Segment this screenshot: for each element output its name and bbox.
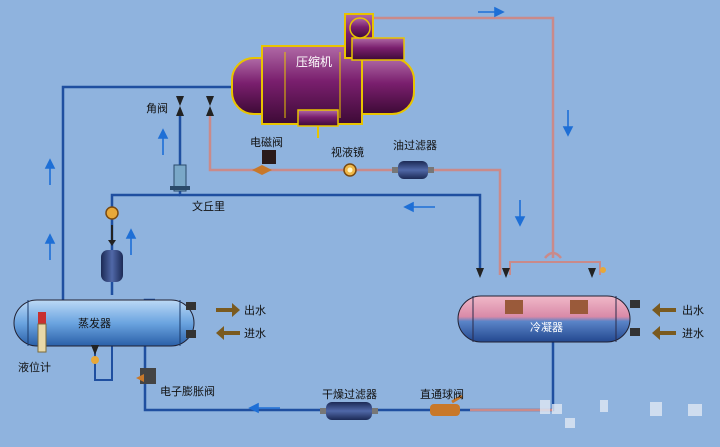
level-gauge-icon: [37, 312, 47, 353]
venturi-label: 文丘里: [192, 199, 225, 213]
watermark: [540, 400, 702, 428]
expansion-valve-label: 电子膨胀阀: [160, 384, 215, 398]
dryer-filter-icon: [320, 402, 378, 420]
cond-water-in-label: 进水: [682, 327, 704, 340]
evaporator-label: 蒸发器: [78, 316, 111, 330]
solenoid-valve-icon: [252, 150, 276, 175]
angle-valve-label: 角阀: [146, 101, 168, 115]
evap-water-in-label: 进水: [244, 327, 266, 340]
solenoid-valve-label: 电磁阀: [250, 135, 283, 149]
venturi-pipe: [178, 110, 482, 275]
ball-valve-label: 直通球阀: [420, 387, 464, 401]
dryer-filter-label: 干燥过滤器: [322, 388, 377, 401]
sight-glass-label: 视液镜: [331, 145, 364, 159]
venturi-icon: [170, 164, 190, 192]
evap-return-pipe: [110, 193, 180, 295]
angle-valve-icon: [176, 96, 214, 116]
level-gauge-label: 液位计: [18, 360, 51, 374]
suction-pipe: [61, 85, 232, 300]
discharge-pipe: [368, 16, 555, 258]
oil-return-pipe-2: [509, 261, 601, 275]
condenser-label: 冷凝器: [530, 320, 563, 334]
oil-filter-icon: [392, 161, 434, 179]
ball-valve-small-icon: [105, 206, 119, 246]
evaporator: 蒸发器: [13, 299, 196, 347]
evap-filter-icon: [101, 250, 123, 282]
oil-filter-label: 油过滤器: [393, 138, 437, 152]
condenser: 冷凝器: [457, 295, 640, 343]
expansion-valve-icon: [136, 368, 156, 384]
compressor: 压缩机: [231, 13, 415, 138]
water-flow-arrow-icon: [216, 303, 676, 340]
oil-return-pipe: [208, 110, 502, 275]
compressor-label: 压缩机: [296, 54, 332, 69]
sight-glass-icon: [343, 163, 357, 177]
angle-valve-evap-icon: [91, 345, 99, 364]
straight-ball-valve-icon: [430, 394, 463, 416]
cond-water-out-label: 出水: [682, 303, 704, 317]
arrow-icon: [44, 6, 574, 414]
evap-water-out-label: 出水: [244, 303, 266, 317]
condenser-valves-icon: [476, 267, 606, 278]
